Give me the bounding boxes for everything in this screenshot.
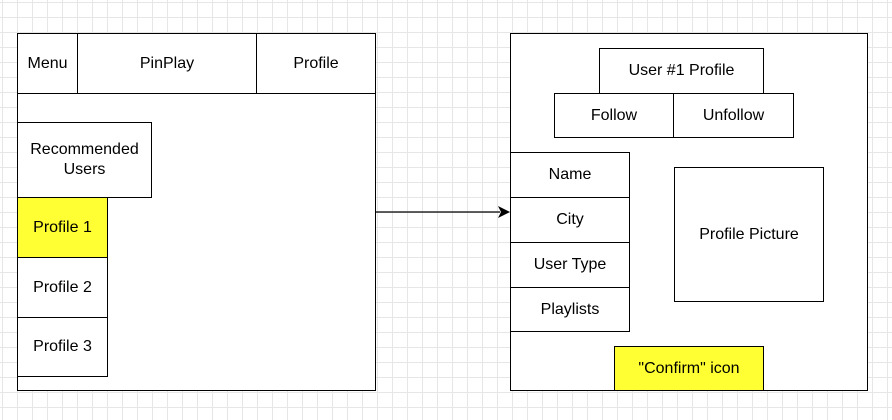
menu-button[interactable]: Menu [17, 33, 78, 94]
profile-picture: Profile Picture [674, 167, 824, 302]
profile-picture-label: Profile Picture [699, 225, 799, 243]
follow-button[interactable]: Follow [554, 93, 674, 138]
field-user-type: User Type [510, 242, 630, 288]
confirm-label: "Confirm" icon [638, 359, 740, 377]
app-title-label: PinPlay [139, 54, 195, 72]
profile-label: Profile [293, 54, 339, 72]
field-label: User Type [533, 256, 607, 273]
unfollow-button[interactable]: Unfollow [673, 93, 794, 138]
profile-item-1[interactable]: Profile 1 [17, 197, 108, 258]
confirm-button[interactable]: "Confirm" icon [614, 346, 764, 391]
profile-button[interactable]: Profile [256, 33, 376, 94]
profile-item-label: Profile 2 [33, 278, 92, 296]
app-title: PinPlay [77, 33, 257, 94]
profile-item-2[interactable]: Profile 2 [17, 257, 108, 318]
profile-item-label: Profile 1 [33, 218, 92, 236]
user-profile-title-label: User #1 Profile [628, 62, 735, 79]
menu-label: Menu [27, 54, 68, 72]
unfollow-label: Unfollow [702, 106, 765, 124]
user-profile-title: User #1 Profile [599, 48, 764, 94]
recommended-users-section: Recommended Users [17, 122, 152, 198]
profile-item-3[interactable]: Profile 3 [17, 317, 108, 377]
field-playlists: Playlists [510, 287, 630, 332]
field-label: City [556, 211, 584, 228]
arrow-head-icon [498, 206, 510, 218]
field-label: Name [548, 166, 592, 183]
field-name: Name [510, 152, 630, 198]
field-label: Playlists [540, 300, 600, 318]
field-city: City [510, 197, 630, 243]
follow-label: Follow [590, 106, 638, 124]
recommended-users-label: Recommended Users [30, 141, 139, 178]
profile-item-label: Profile 3 [33, 338, 92, 355]
